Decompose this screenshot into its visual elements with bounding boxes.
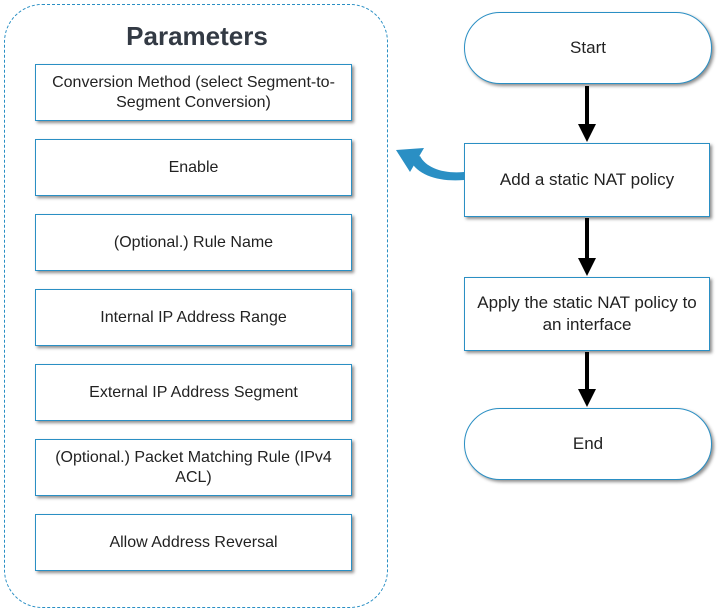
arrow-start-to-add — [578, 86, 596, 142]
param-external-ip-segment: External IP Address Segment — [35, 364, 352, 421]
param-internal-ip-range: Internal IP Address Range — [35, 289, 352, 346]
flow-start: Start — [464, 12, 712, 84]
param-allow-address-reversal: Allow Address Reversal — [35, 514, 352, 571]
param-rule-name: (Optional.) Rule Name — [35, 214, 352, 271]
curved-arrow-icon — [396, 148, 464, 181]
flow-add-static-nat-policy: Add a static NAT policy — [464, 143, 710, 217]
flow-apply-static-nat-policy: Apply the static NAT policy to an interf… — [464, 277, 710, 351]
arrow-add-to-apply — [578, 218, 596, 276]
arrow-apply-to-end — [578, 352, 596, 407]
param-conversion-method: Conversion Method (select Segment-to-Seg… — [35, 64, 352, 121]
parameters-panel: Parameters — [4, 4, 388, 608]
flow-end: End — [464, 408, 712, 480]
param-enable: Enable — [35, 139, 352, 196]
parameters-title: Parameters — [126, 21, 268, 51]
param-packet-matching-rule: (Optional.) Packet Matching Rule (IPv4 A… — [35, 439, 352, 496]
